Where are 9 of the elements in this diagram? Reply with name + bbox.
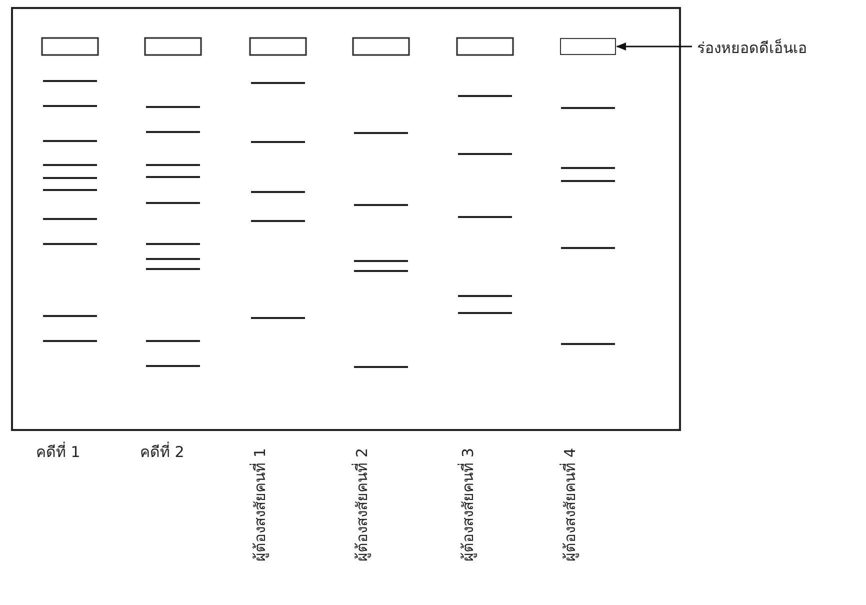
lane-label: ผู้ต้องสงสัยคนที่ 1: [250, 448, 270, 562]
lane-label: ผู้ต้องสงสัยคนที่ 3: [458, 448, 478, 562]
lane-label: คดีที่ 2: [140, 440, 184, 463]
lane-label: คดีที่ 1: [36, 440, 80, 463]
callout-text: ร่องหยอดดีเอ็นเอ: [697, 36, 807, 60]
sample-well: [560, 38, 616, 55]
lane-label: ผู้ต้องสงสัยคนที่ 2: [352, 448, 372, 562]
leader-line: [616, 42, 692, 50]
lane-label: ผู้ต้องสงสัยคนที่ 4: [560, 448, 580, 562]
